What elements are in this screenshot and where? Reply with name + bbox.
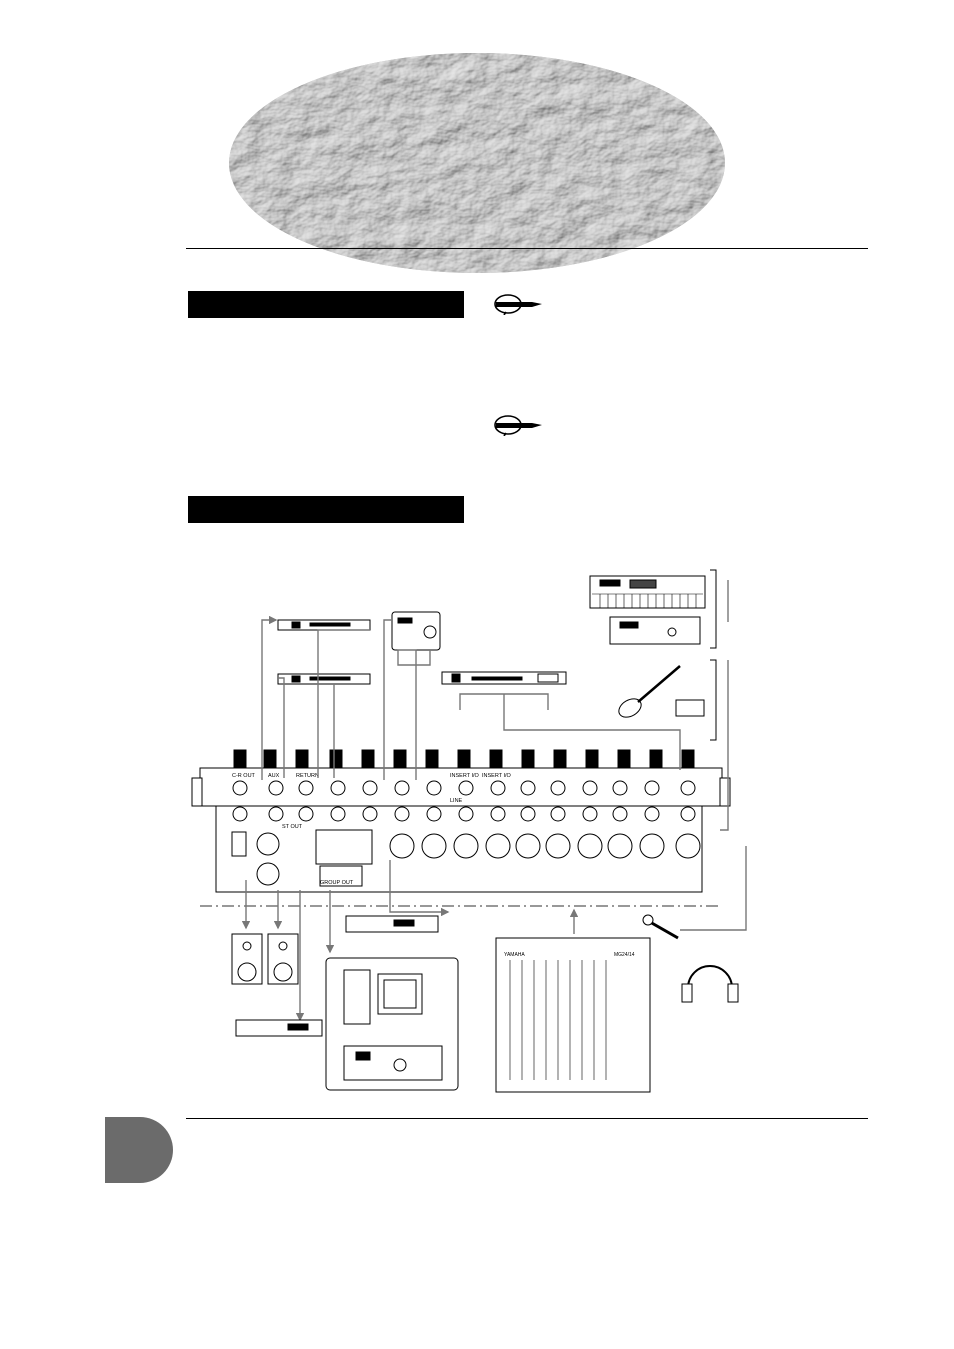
label-insert-io: INSERT I/O: [482, 773, 512, 779]
drum-machine: [391, 611, 441, 651]
monitor-speakers: [231, 933, 299, 985]
electric-guitar: [618, 665, 681, 718]
label-yamaha: YAMAHA: [504, 952, 525, 958]
section-heading-bar: [188, 291, 464, 318]
connection-diagram: C-R OUT AUX RETURN INSERT I/O INSERT I/O…: [191, 569, 747, 1093]
header-rule: [186, 248, 868, 249]
label-cr-out: C-R OUT: [232, 773, 256, 779]
label-return: RETURN: [296, 773, 319, 779]
section-heading-bar: [188, 496, 464, 523]
label-insert-io: INSERT I/O: [450, 773, 480, 779]
label-line: LINE: [450, 798, 463, 804]
label-group-out: GROUP OUT: [320, 880, 354, 886]
headphones: [681, 965, 739, 1003]
rack-synth-module: [609, 616, 701, 645]
graphic-equalizer: [441, 671, 567, 685]
effects-processor: [277, 619, 371, 631]
header-ellipse: [229, 53, 725, 273]
computer-and-rack-group: [325, 957, 459, 1091]
label-aux: AUX: [268, 773, 280, 779]
note-pen-icon: [494, 294, 542, 315]
mixing-console: YAMAHA MG24/14: [495, 937, 651, 1093]
recorder-deck: [345, 915, 439, 933]
master-recorder: [235, 1019, 323, 1037]
note-pen-icon: [494, 415, 542, 436]
synthesizer-keyboard: [589, 575, 706, 609]
effects-processor: [277, 673, 371, 685]
label-model: MG24/14: [614, 952, 635, 958]
guitar-effects-box: [675, 699, 705, 717]
footer-rule: [186, 1118, 868, 1119]
knob-row: [233, 749, 695, 769]
label-st-out: ST OUT: [282, 824, 303, 830]
microphone: [642, 914, 679, 940]
chapter-tab: [105, 1117, 173, 1183]
